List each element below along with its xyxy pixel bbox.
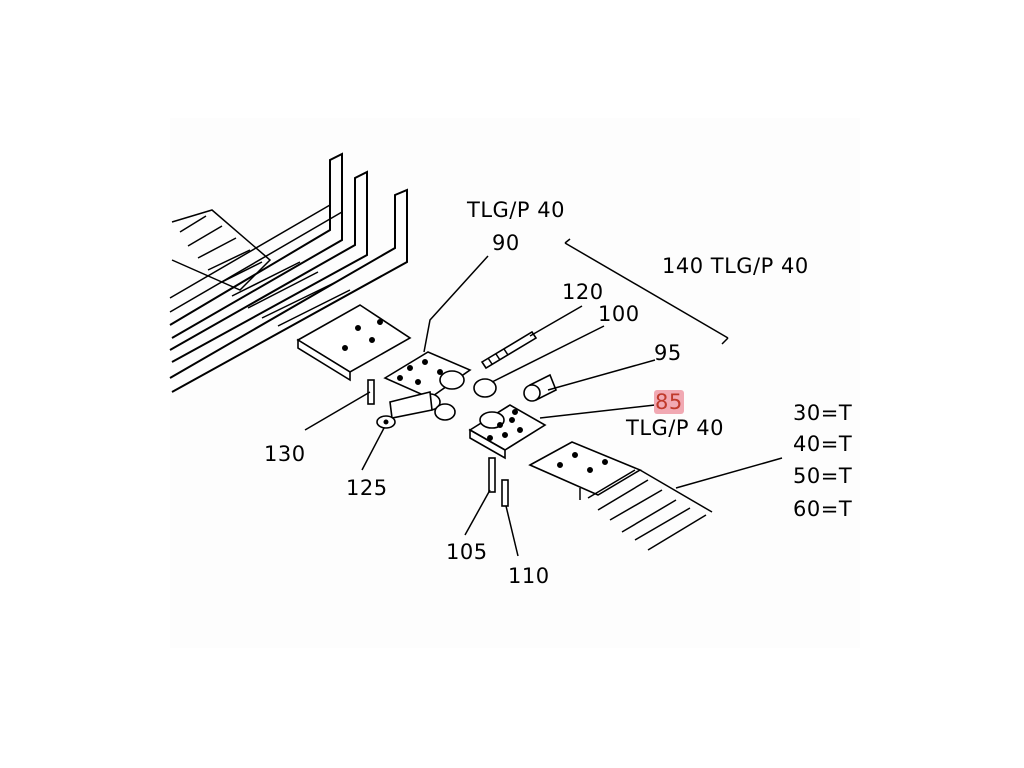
left-hinge-plate bbox=[296, 304, 412, 382]
belt-upper bbox=[171, 209, 351, 327]
label-110: 110 bbox=[508, 564, 550, 588]
label-50t: 50=T bbox=[793, 464, 853, 488]
part-85-hinge-plate bbox=[468, 404, 547, 460]
part-95-sleeve bbox=[523, 373, 558, 402]
conveyor-frame bbox=[169, 152, 408, 393]
label-95: 95 bbox=[654, 341, 682, 365]
label-30t: 30=T bbox=[793, 401, 853, 425]
label-85-title: TLG/P 40 bbox=[626, 416, 724, 440]
diagram-background bbox=[170, 118, 860, 648]
part-125-washer bbox=[376, 415, 396, 429]
label-140: 140 TLG/P 40 bbox=[662, 254, 809, 278]
part-100-bushing bbox=[473, 378, 497, 398]
leader-lines bbox=[304, 238, 783, 557]
label-90-title: TLG/P 40 bbox=[467, 198, 565, 222]
label-100: 100 bbox=[598, 302, 640, 326]
label-90: 90 bbox=[492, 231, 520, 255]
part-110-screw bbox=[501, 479, 509, 507]
label-85[interactable]: 85 bbox=[654, 390, 684, 414]
part-collar bbox=[434, 403, 456, 421]
part-120-pin bbox=[480, 330, 538, 370]
label-120: 120 bbox=[562, 280, 604, 304]
label-105: 105 bbox=[446, 540, 488, 564]
label-60t: 60=T bbox=[793, 497, 853, 521]
part-105-screw bbox=[488, 457, 496, 493]
label-85-highlight[interactable]: 85 bbox=[654, 390, 684, 414]
label-125: 125 bbox=[346, 476, 388, 500]
part-130-pin bbox=[367, 379, 375, 405]
label-40t: 40=T bbox=[793, 432, 853, 456]
part-90-hinge bbox=[383, 351, 472, 419]
belt-right bbox=[528, 441, 713, 551]
label-130: 130 bbox=[264, 442, 306, 466]
